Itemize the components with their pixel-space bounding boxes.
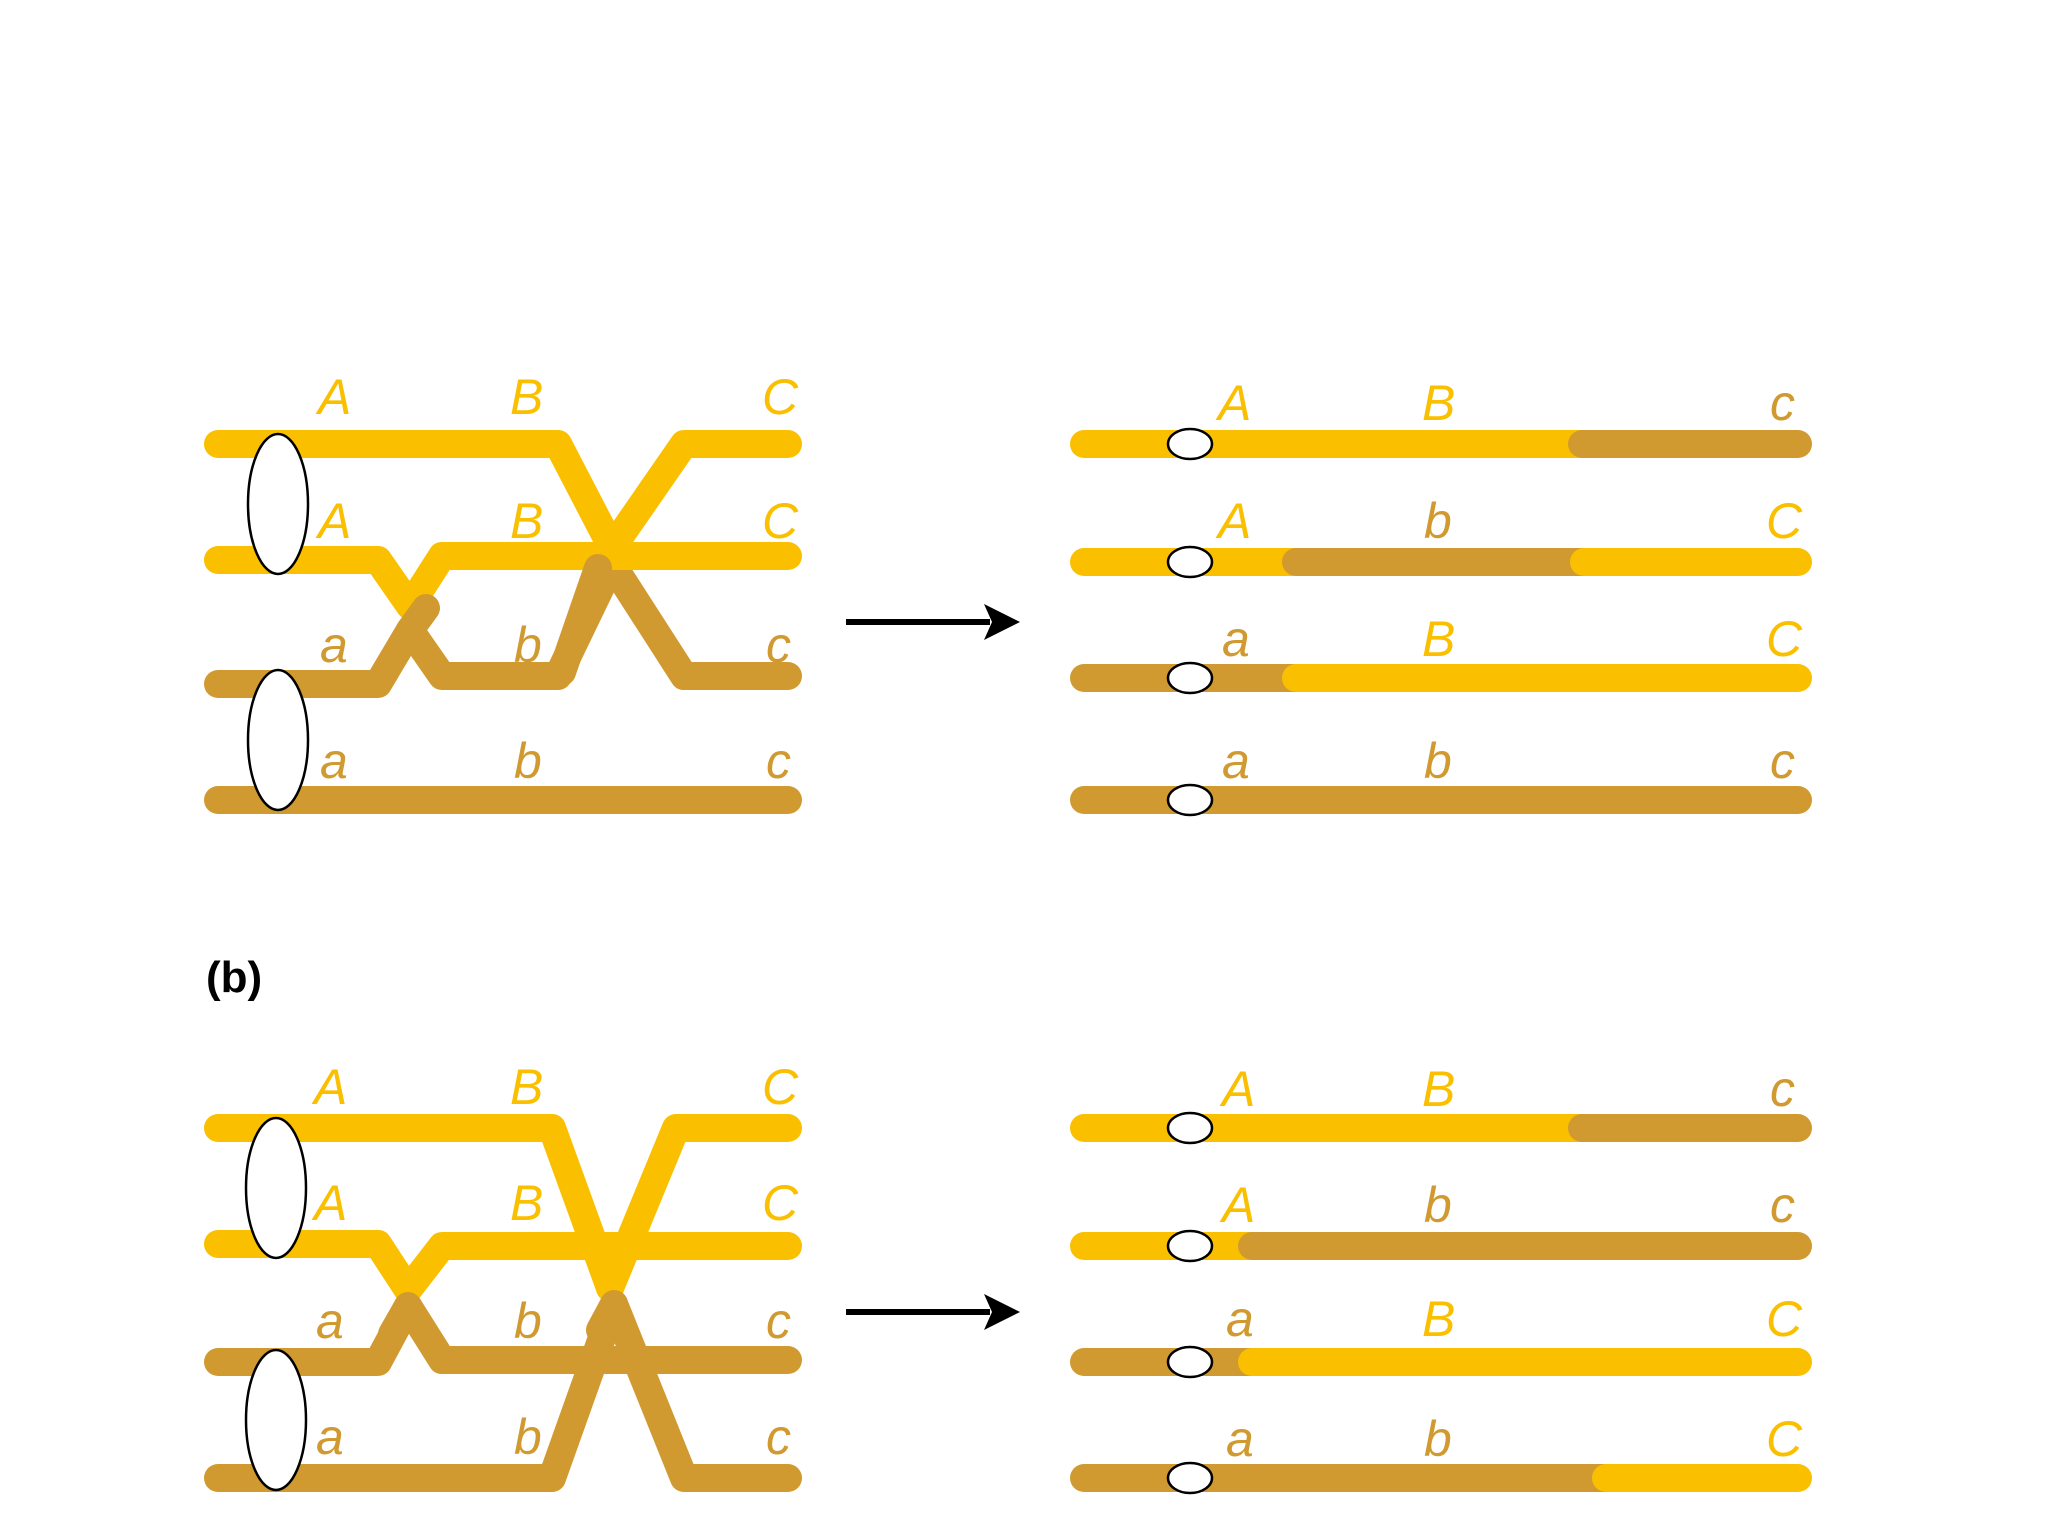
panel-a-chromatid-1 (204, 430, 802, 562)
gene-label: C (1766, 1291, 1803, 1347)
panel-a: A B C A B C a b c a b c (204, 369, 1812, 817)
gene-label: A (1219, 1061, 1255, 1117)
gene-label: c (766, 617, 791, 673)
gene-label: C (762, 1059, 799, 1115)
gene-label: b (514, 617, 542, 673)
panel-a-chromatid-3-overlay (396, 594, 440, 644)
gene-label: c (1770, 733, 1795, 789)
gene-label: a (316, 1293, 344, 1349)
panel-b-centromere-right-2 (1166, 1229, 1214, 1263)
gene-label: c (766, 1409, 791, 1465)
panel-b-chromatid-3 (204, 1292, 802, 1376)
gene-label: C (762, 1175, 799, 1231)
panel-b-left-labels: A B C A B C a b c a b c (311, 1059, 799, 1465)
gene-label: B (510, 1059, 543, 1115)
gene-label: b (1424, 1411, 1452, 1467)
panel-a-centromere-right-4 (1166, 783, 1214, 817)
panel-b-chromatid-1-tail (596, 1114, 802, 1302)
panel-b-chromatid-4-overlay (586, 1290, 628, 1344)
gene-label: a (320, 617, 348, 673)
panel-a-chromatid-3-tail (598, 550, 802, 690)
panel-a-centromere-right-2 (1166, 545, 1214, 579)
panel-a-left-labels: A B C A B C a b c a b c (315, 369, 799, 789)
panel-b-chromatid-2 (204, 1230, 802, 1304)
panel-b-centromere-left-bottom (244, 1348, 308, 1492)
panel-a-left-chromatids (204, 430, 802, 814)
gene-label: b (514, 733, 542, 789)
gene-label: A (315, 369, 351, 425)
gene-label: C (762, 369, 799, 425)
gene-label: A (1219, 1177, 1255, 1233)
gene-label: C (762, 493, 799, 549)
panel-label-b: (b) (206, 953, 262, 1002)
gene-label: B (1422, 1291, 1455, 1347)
panel-b-left-chromatids (204, 1114, 802, 1492)
gene-label: A (315, 493, 351, 549)
panel-a-chromatid-2 (204, 542, 802, 620)
gene-label: a (316, 1409, 344, 1465)
gene-label: c (766, 733, 791, 789)
gene-label: A (311, 1059, 347, 1115)
panel-a-centromere-right-3 (1166, 661, 1214, 695)
panel-b-chromatid-4-tail (600, 1290, 802, 1492)
gene-label: a (1226, 1411, 1254, 1467)
gene-label: B (510, 493, 543, 549)
gene-label: B (510, 1175, 543, 1231)
panel-b-centromere-right-3 (1166, 1345, 1214, 1379)
gene-label: c (1770, 1177, 1795, 1233)
gene-label: c (766, 1293, 791, 1349)
gene-label: a (1226, 1291, 1254, 1347)
panel-b-right-labels: A B c A b c a B C a b C (1219, 1061, 1803, 1467)
gene-label: C (1766, 493, 1803, 549)
gene-label: b (1424, 493, 1452, 549)
panel-b-centromere-right-4 (1166, 1461, 1214, 1495)
gene-label: b (1424, 1177, 1452, 1233)
gene-label: A (1215, 375, 1251, 431)
gene-label: B (510, 369, 543, 425)
gene-label: b (514, 1409, 542, 1465)
gene-label: A (1215, 493, 1251, 549)
gene-label: C (1766, 1411, 1803, 1467)
gene-label: c (1770, 1061, 1795, 1117)
gene-label: B (1422, 375, 1455, 431)
gene-label: b (514, 1293, 542, 1349)
gene-label: a (320, 733, 348, 789)
gene-label: B (1422, 1061, 1455, 1117)
panel-b-arrow (846, 1294, 1020, 1330)
panel-a-chromatid-1-lower (548, 554, 612, 686)
panel-b: A B C A B C a b c a b c (204, 1059, 1812, 1495)
gene-label: a (1222, 733, 1250, 789)
panel-b-chromatid-1 (204, 1114, 624, 1302)
gene-label: A (311, 1175, 347, 1231)
gene-label: c (1770, 375, 1795, 431)
gene-label: a (1222, 611, 1250, 667)
panel-b-chromatid-3-overlay (378, 1292, 422, 1348)
panel-b-centromere-right-1 (1166, 1111, 1214, 1145)
panel-b-centromere-left-top (244, 1116, 308, 1260)
gene-label: B (1422, 611, 1455, 667)
panel-a-centromere-left-bottom (246, 668, 310, 812)
panel-a-arrow (846, 604, 1020, 640)
panel-a-centromere-right-1 (1166, 427, 1214, 461)
panel-a-centromere-left-top (246, 432, 310, 576)
gene-label: b (1424, 733, 1452, 789)
panel-a-right-labels: A B c A b C a B C a b c (1215, 375, 1803, 789)
gene-label: C (1766, 611, 1803, 667)
